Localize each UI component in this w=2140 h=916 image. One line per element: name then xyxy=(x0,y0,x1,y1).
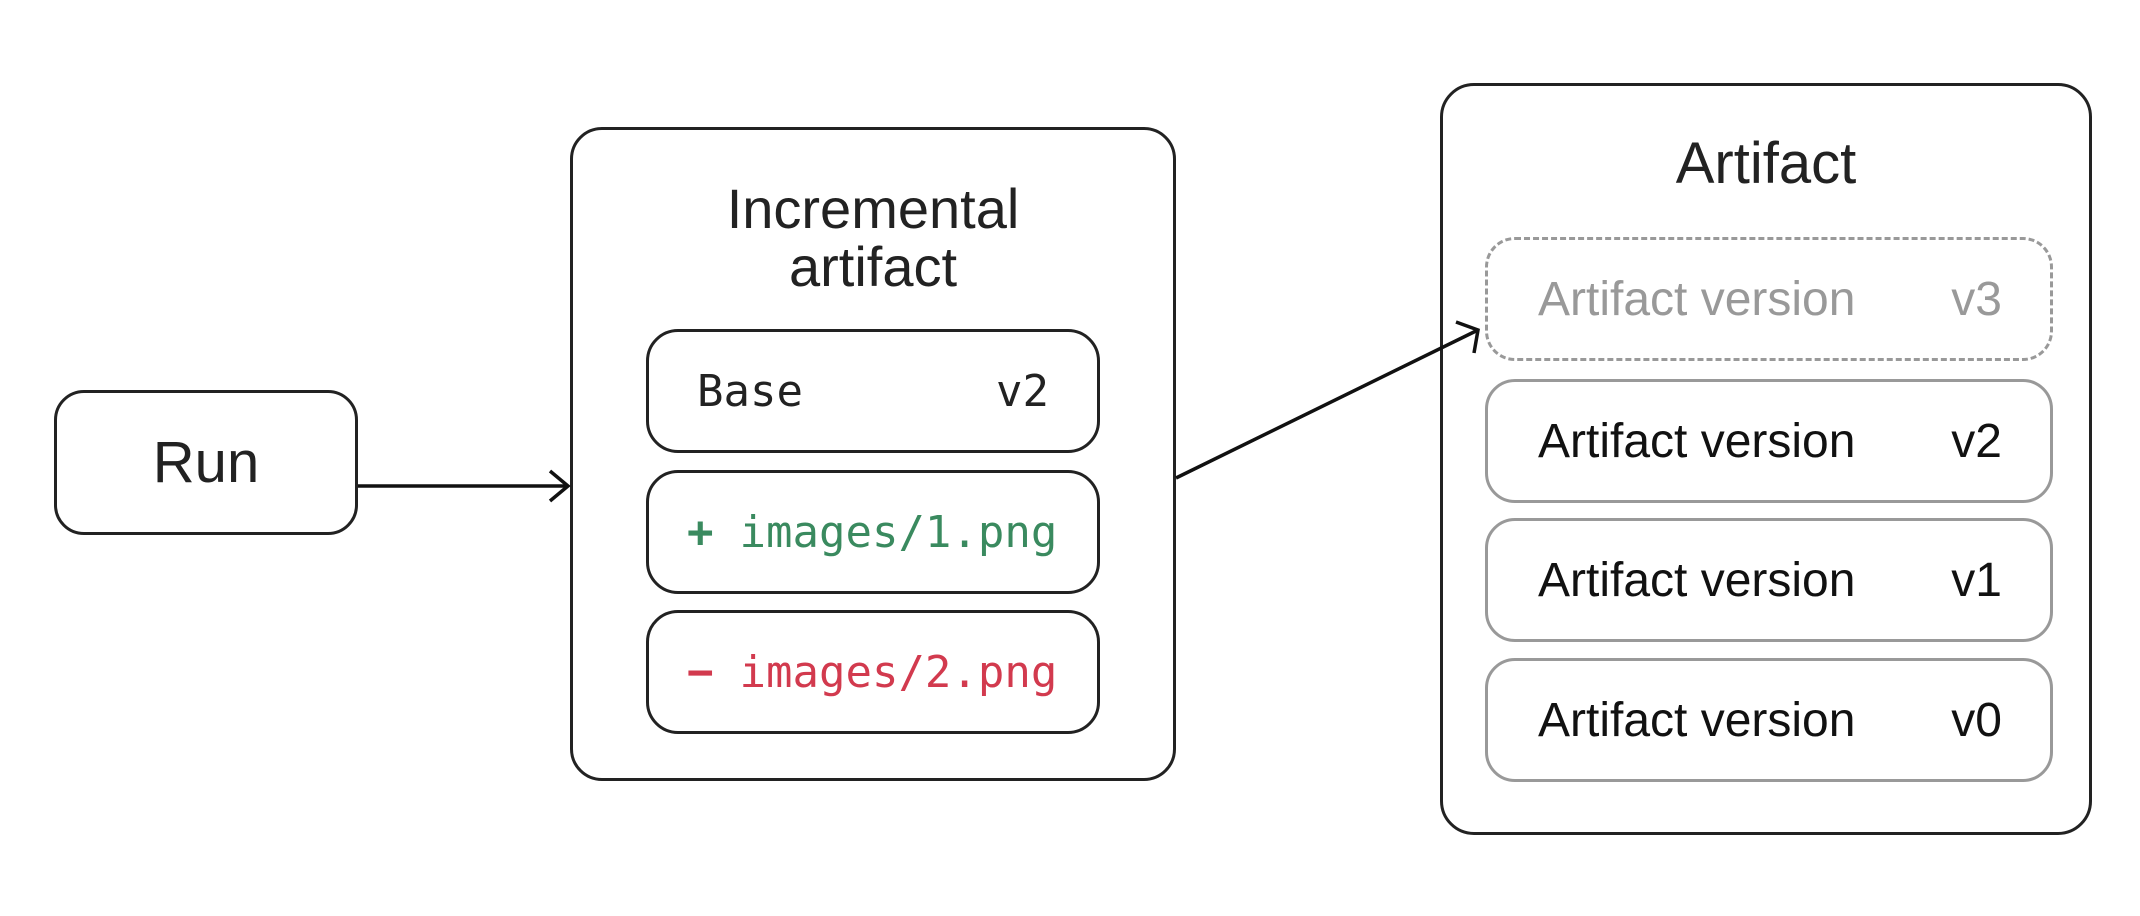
artifact-version-number: v3 xyxy=(1951,272,2002,326)
incremental-to-artifact-arrow xyxy=(1175,320,1480,480)
plus-icon: + xyxy=(687,506,714,558)
artifact-box: Artifact Artifact version v3 Artifact ve… xyxy=(1440,83,2092,835)
run-node: Run xyxy=(54,390,358,535)
run-label: Run xyxy=(152,430,260,495)
artifact-version-v0: Artifact version v0 xyxy=(1485,658,2053,782)
artifact-version-label: Artifact version xyxy=(1538,272,1856,326)
artifact-version-v3-pending: Artifact version v3 xyxy=(1485,237,2053,361)
incremental-artifact-title-line2: artifact xyxy=(788,235,958,298)
artifact-title: Artifact xyxy=(1675,131,1857,196)
artifact-version-number: v1 xyxy=(1951,553,2002,607)
artifact-version-v2: Artifact version v2 xyxy=(1485,379,2053,503)
removed-file-item: − images/2.png xyxy=(646,610,1100,734)
incremental-artifact-title: Incremental artifact xyxy=(573,180,1173,296)
artifact-version-v1: Artifact version v1 xyxy=(1485,518,2053,642)
artifact-version-number: v0 xyxy=(1951,693,2002,747)
artifact-version-label: Artifact version xyxy=(1538,693,1856,747)
incremental-artifact-title-line1: Incremental xyxy=(726,177,1020,240)
base-version: v2 xyxy=(996,365,1049,417)
artifact-version-label: Artifact version xyxy=(1538,553,1856,607)
removed-file-path: images/2.png xyxy=(739,646,1058,698)
artifact-version-label: Artifact version xyxy=(1538,414,1856,468)
run-to-incremental-arrow xyxy=(358,469,571,503)
added-file-item: + images/1.png xyxy=(646,470,1100,594)
artifact-version-number: v2 xyxy=(1951,414,2002,468)
base-version-item: Base v2 xyxy=(646,329,1100,453)
added-file-path: images/1.png xyxy=(739,506,1058,558)
incremental-artifact-box: Incremental artifact Base v2 + images/1.… xyxy=(570,127,1176,781)
minus-icon: − xyxy=(687,646,714,698)
base-label: Base xyxy=(697,365,803,417)
